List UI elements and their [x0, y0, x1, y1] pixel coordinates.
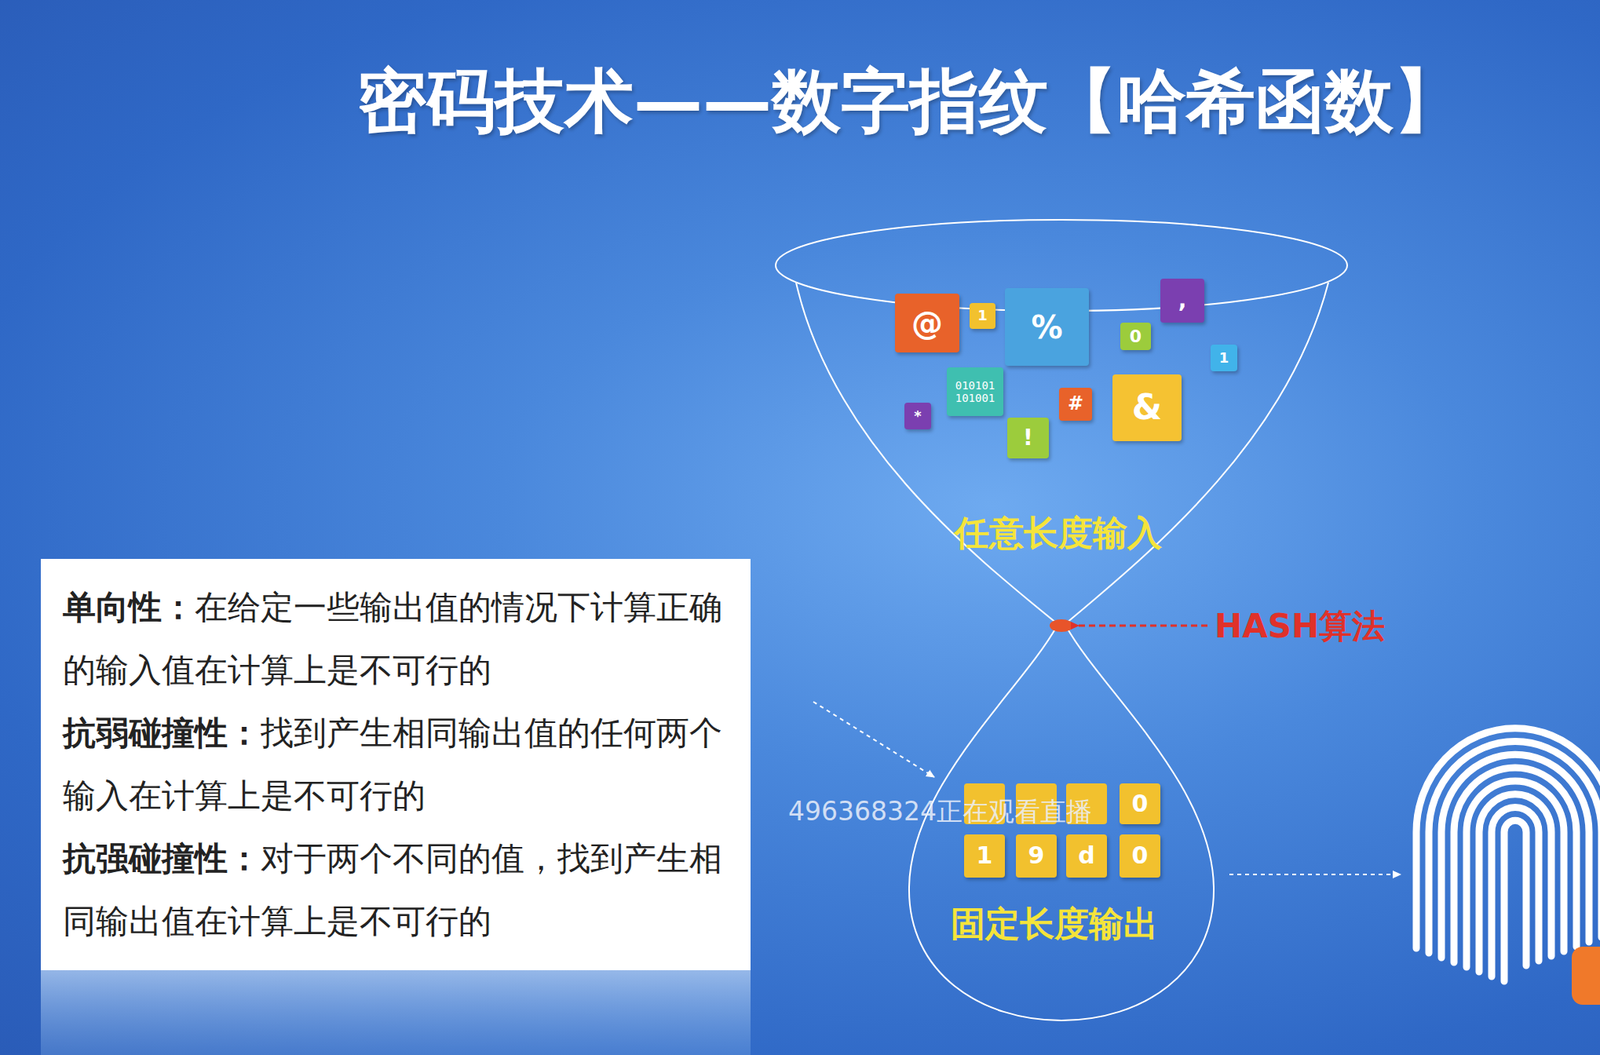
dashed-arrow — [813, 701, 935, 778]
char-tile: 0 — [1119, 834, 1161, 878]
fingerprint-ridge — [1453, 767, 1577, 963]
fingerprint-ridge — [1416, 728, 1600, 949]
hash-dot — [1049, 619, 1074, 632]
tile-char: , — [1178, 288, 1188, 314]
property-item: 抗弱碰撞性：找到产生相同输出值的任何两个输入在计算上是不可行的 — [62, 701, 729, 828]
char-tile: 1 — [969, 303, 996, 329]
tile-char: @ — [911, 305, 943, 342]
property-name: 抗弱碰撞性： — [62, 713, 261, 753]
char-tile: 010101 101001 — [946, 367, 1004, 417]
hash-leader — [1078, 624, 1208, 628]
char-tile: * — [904, 402, 932, 430]
dashed-arrow — [1229, 873, 1401, 876]
char-tile: 9 — [1015, 834, 1057, 878]
tile-char: * — [913, 408, 921, 425]
fingerprint-ridge — [1479, 794, 1552, 972]
fingerprint-ridge — [1466, 781, 1564, 968]
tile-char: 0 — [1129, 326, 1142, 347]
bulb-caption: 固定长度输出 — [950, 901, 1158, 948]
tile-char: 010101 101001 — [949, 379, 1001, 405]
logo-mark — [1571, 946, 1600, 1005]
tile-char: & — [1132, 387, 1162, 428]
char-tile: , — [1160, 278, 1205, 323]
char-tile: @ — [894, 293, 960, 353]
property-box: 单向性：在给定一些输出值的情况下计算正确的输入值在计算上是不可行的抗弱碰撞性：找… — [40, 558, 751, 971]
reflection-band — [40, 964, 751, 1055]
char-tile: & — [1112, 374, 1182, 442]
funnel-side — [1066, 282, 1329, 624]
char-tile: ! — [1007, 417, 1049, 459]
tile-char: # — [1067, 393, 1084, 416]
tile-char: ! — [1022, 425, 1034, 451]
output-bulb: 固定长度输出 0 1 9 d 0 — [908, 624, 1215, 1049]
char-tile: % — [1004, 288, 1089, 366]
hash-label: HASH算法 — [1214, 604, 1385, 649]
bulb-caption: 任意长度输入 — [954, 510, 1162, 557]
char-tile: d — [1066, 834, 1107, 878]
tile-char: 1 — [1219, 350, 1230, 367]
property-name: 单向性： — [62, 588, 195, 627]
char-tile: 1 — [964, 834, 1005, 878]
tile-char: 1 — [976, 842, 994, 870]
tile-char: 0 — [1132, 842, 1149, 870]
char-tile: 0 — [1119, 783, 1161, 825]
fingerprint-ridge — [1428, 741, 1600, 954]
fingerprint-icon — [1416, 728, 1600, 982]
char-tile: # — [1059, 387, 1093, 421]
input-bulb: 任意长度输入 @1%, 0 1 010101 101001 # & *! — [775, 219, 1348, 625]
tile-char: % — [1030, 309, 1063, 346]
fingerprint-ridge — [1491, 807, 1539, 978]
property-item: 抗强碰撞性：对于两个不同的值，找到产生相同输出值在计算上是不可行的 — [62, 827, 729, 954]
tile-char: 9 — [1028, 842, 1045, 870]
property-name: 抗强碰撞性： — [62, 839, 261, 878]
watermark: 496368324正在观看直播 — [788, 794, 1093, 830]
char-tile: 1 — [1210, 344, 1238, 372]
tile-char: 0 — [1132, 790, 1149, 819]
char-tile: 0 — [1120, 322, 1151, 351]
tile-char: d — [1077, 842, 1095, 870]
tile-char: 1 — [977, 307, 988, 325]
fingerprint-ridge — [1504, 820, 1527, 982]
property-item: 单向性：在给定一些输出值的情况下计算正确的输入值在计算上是不可行的 — [62, 576, 729, 702]
fingerprint-ridge — [1441, 754, 1590, 958]
slide-title: 密码技术——数字指纹【哈希函数】 — [357, 54, 1463, 149]
